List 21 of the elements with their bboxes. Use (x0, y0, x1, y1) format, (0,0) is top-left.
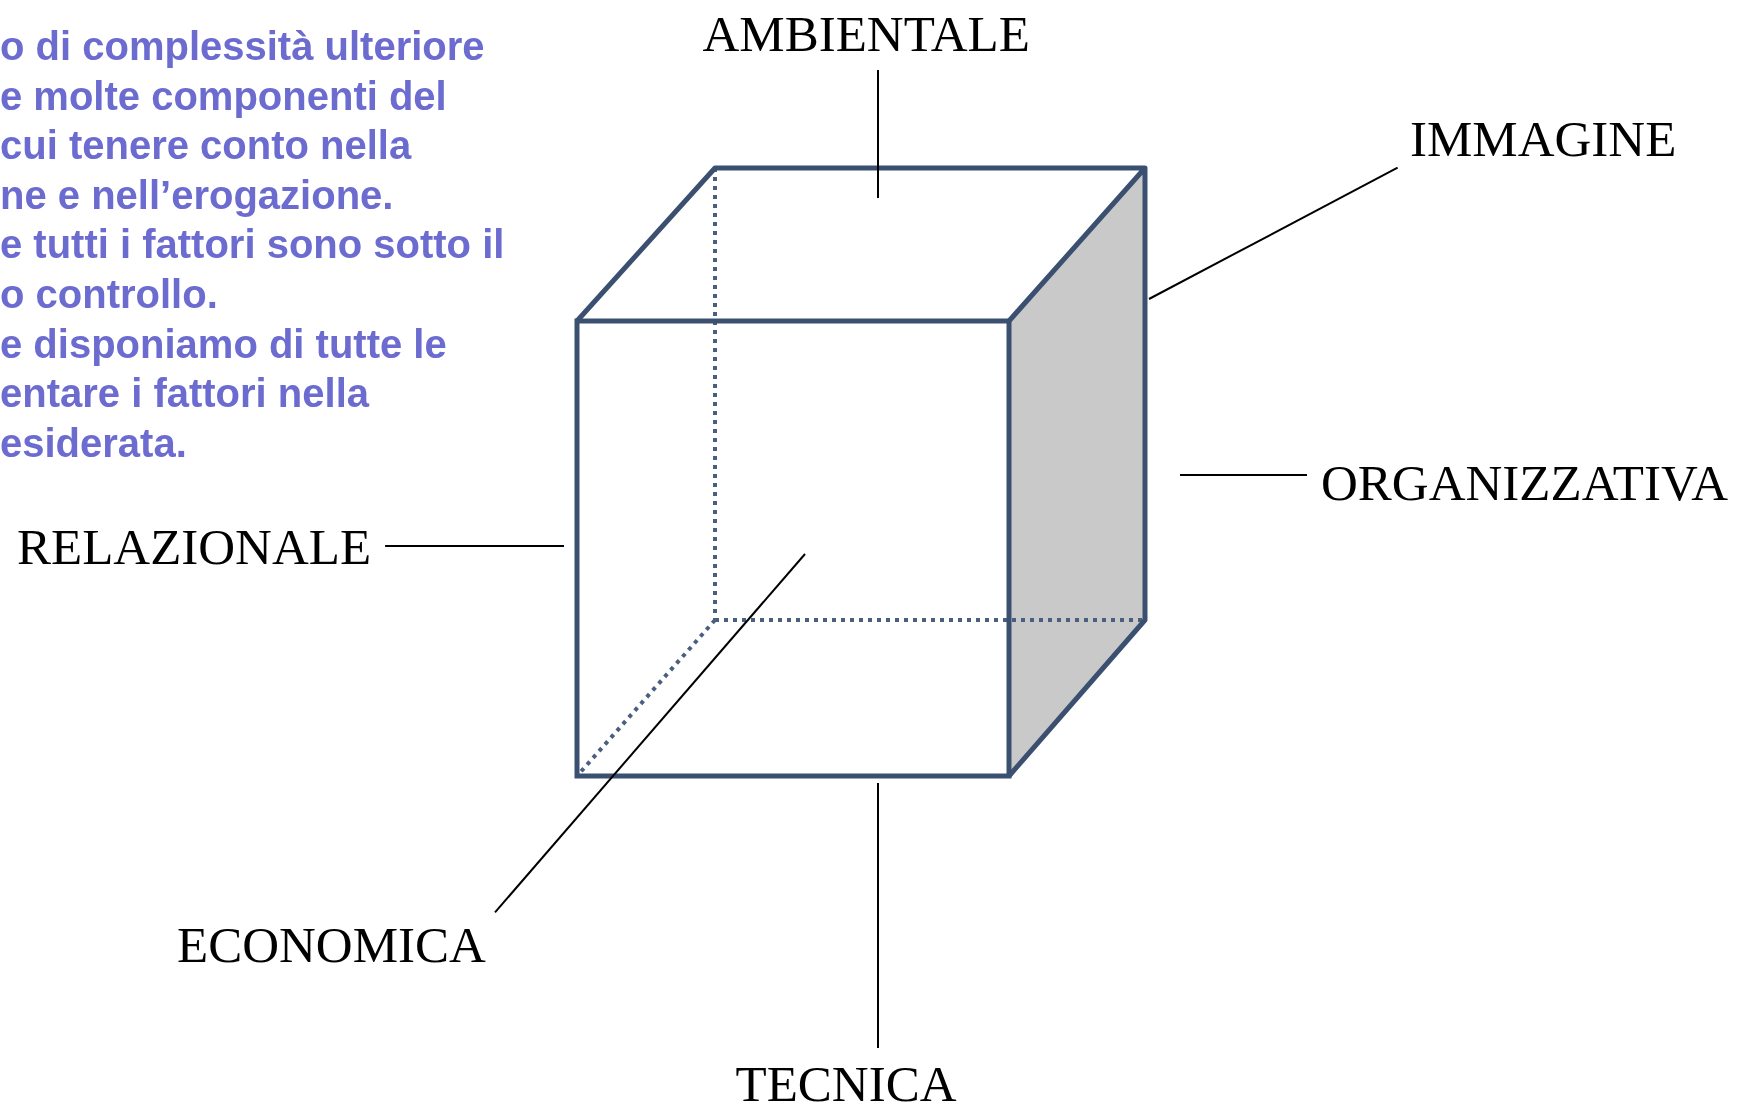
body-text: e disponiamo di tutte le (0, 320, 447, 367)
leader-line (877, 69, 879, 199)
leader-line (877, 782, 879, 1049)
leader-line (1148, 166, 1399, 300)
body-text: o di complessità ulteriore (0, 23, 485, 69)
body-text: esiderata. (0, 419, 187, 466)
body-text: e molte componenti del (0, 72, 447, 119)
dimension-label: RELAZIONALE (17, 519, 372, 576)
leader-line (494, 553, 806, 914)
dimension-label: AMBIENTALE (702, 6, 1030, 63)
dimension-label: IMMAGINE (1410, 111, 1677, 168)
body-text: e tutti i fattori sono sotto il (0, 221, 505, 268)
dimension-label: TECNICA (735, 1056, 957, 1104)
dimension-label: ECONOMICA (177, 917, 486, 974)
body-text: o controllo. (0, 271, 218, 317)
body-text: entare i fattori nella (0, 370, 369, 417)
leader-line (384, 545, 565, 547)
body-text: ne e nell’erogazione. (0, 171, 394, 218)
leader-line (1179, 474, 1308, 476)
dimension-label: ORGANIZZATIVA (1321, 455, 1729, 512)
body-text: cui tenere conto nella (0, 122, 412, 169)
